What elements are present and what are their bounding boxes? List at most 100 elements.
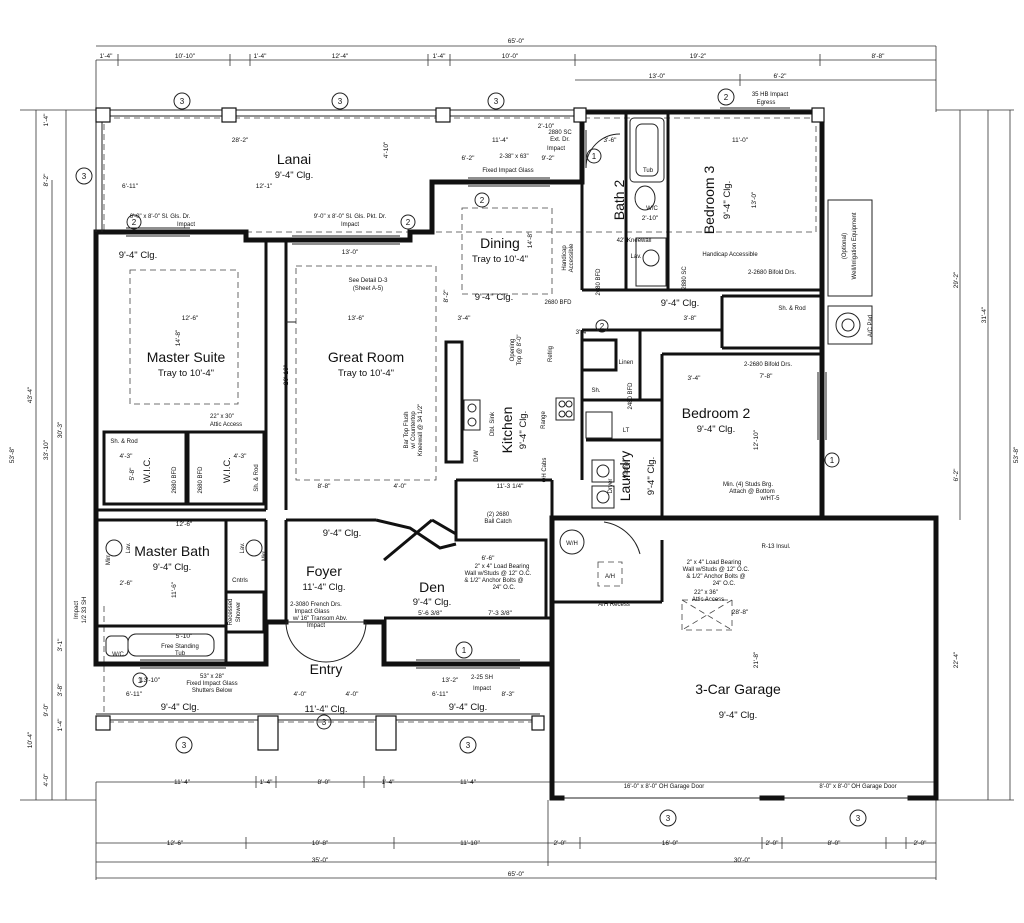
- dim-interior: 5'-8": [129, 467, 136, 481]
- ceiling-outlines: [129, 207, 553, 481]
- plan-note: Impact: [74, 601, 80, 619]
- bottom-dimensions: 11'-4" 1'-4" 8'-0" 1'-4" 11'-4" 12'-6" 1…: [167, 779, 927, 864]
- room-name: Laundry: [617, 451, 633, 502]
- interior-walls: [96, 112, 822, 664]
- dim-overall-left: 53'-8": [9, 446, 16, 463]
- callout-marker: 3: [175, 736, 193, 754]
- dim-interior: 5'-6 3/8": [418, 610, 442, 617]
- dim-interior: 8'-8": [318, 483, 332, 490]
- dim-bottom: 1'-4": [382, 779, 396, 786]
- dim-interior: 13'-2": [442, 677, 459, 684]
- plan-note: 2480 BFD: [628, 382, 634, 410]
- dim-interior: 14'-8": [175, 329, 182, 346]
- svg-text:3: 3: [466, 741, 471, 750]
- plan-note: 1/2 33 SH: [82, 597, 88, 624]
- svg-text:2: 2: [480, 196, 485, 205]
- plan-note: Recessed: [228, 599, 234, 626]
- dim-interior: 11'-6": [171, 581, 178, 598]
- dim-top: 1'-4": [100, 53, 114, 60]
- room-ceiling: Tray to 10'-4": [338, 368, 394, 379]
- plan-note: Impact: [547, 146, 565, 152]
- dim-bottom: 11'-10": [460, 840, 480, 847]
- top-dimensions: 1'-4" 10'-10" 1'-4" 12'-4" 1'-4" 10'-0" …: [100, 53, 886, 80]
- ceiling-label: 9'-4" Clg.: [119, 250, 157, 261]
- dim-top: 12'-4": [332, 53, 349, 60]
- plan-note: Sh. & Rod: [254, 464, 260, 491]
- dim-left: 3'-8": [57, 683, 64, 697]
- plan-note: 2680 BFD: [198, 466, 204, 494]
- plan-note: 2680 BFD: [172, 466, 178, 494]
- dim-overall-right: 53'-8": [1013, 446, 1020, 463]
- dim-interior: 28'-2": [232, 137, 249, 144]
- callout-marker: 2: [400, 214, 416, 230]
- plan-note: Impact: [473, 686, 491, 692]
- dim-left: 8'-2": [43, 173, 50, 187]
- plan-note: 24" O.C.: [713, 581, 736, 587]
- svg-text:3: 3: [182, 741, 187, 750]
- room-name: Kitchen: [499, 407, 515, 454]
- room-ceiling: 9'-4" Clg.: [719, 710, 757, 721]
- callout-marker: 3: [459, 736, 477, 754]
- plan-note: Lav.: [126, 542, 132, 553]
- room-ceiling: 9'-4" Clg.: [518, 411, 529, 449]
- dim-right: 6'-2": [953, 468, 960, 482]
- plan-note: Accessible: [569, 243, 575, 272]
- dim-interior: 13'-0": [751, 191, 758, 208]
- room-name: Great Room: [328, 349, 404, 365]
- columns: [95, 107, 825, 751]
- dim-left: 3'-1": [57, 638, 64, 652]
- svg-text:3: 3: [82, 172, 87, 181]
- plan-note: Kneewall @ 34 1/2": [418, 404, 424, 457]
- dim-interior: 3'-4": [688, 375, 702, 382]
- plan-note: Wall w/Studs @ 12" O.C.: [683, 567, 750, 573]
- callout-marker: 2: [595, 319, 609, 333]
- plan-note: See Detail D-3: [348, 278, 388, 284]
- dim-bottom: 30'-0": [734, 857, 751, 864]
- dim-left: 9'-0": [43, 703, 50, 717]
- plan-note: Free Standing: [161, 644, 199, 650]
- svg-text:2: 2: [132, 218, 137, 227]
- dim-interior: 13'-10": [140, 677, 161, 684]
- room-ceiling: Tray to 10'-4": [158, 368, 214, 379]
- dim-interior: 8'-2": [443, 289, 450, 303]
- dim-interior: 4'-0": [294, 691, 308, 698]
- dim-interior: 5'-10": [176, 633, 193, 640]
- dim-bottom: 2'-0": [766, 840, 780, 847]
- svg-text:1: 1: [830, 456, 835, 465]
- dim-top: 8'-8": [872, 53, 886, 60]
- callout-marker: 3: [316, 714, 332, 730]
- svg-text:2: 2: [600, 322, 605, 331]
- plan-note: 16'-0" x 8'-0" OH Garage Door: [624, 784, 705, 790]
- svg-text:2: 2: [724, 93, 729, 102]
- plan-note: 6'-0" x 8'-0" Sl. Gls. Dr.: [130, 214, 191, 220]
- room-name: Bedroom 3: [701, 166, 717, 235]
- callout-marker: 3: [659, 809, 677, 827]
- plan-note: Fixed Impact Glass: [482, 168, 533, 174]
- svg-text:1: 1: [462, 646, 467, 655]
- plan-note: Mirr: [262, 551, 268, 561]
- plan-note: Lav.: [240, 542, 246, 553]
- dim-interior: 6'-11": [122, 183, 139, 190]
- plan-note: & 1/2" Anchor Bolts @: [464, 578, 523, 584]
- plan-note: (Optional): [842, 233, 848, 259]
- dim-interior: 6'-2": [462, 155, 476, 162]
- plan-note: Refrig: [548, 346, 554, 362]
- room-labels: Lanai 9'-4" Clg. Dining Tray to 10'-4" B…: [119, 151, 781, 721]
- plan-note: Dryer: [608, 479, 614, 494]
- dimension-lines: [20, 45, 1014, 880]
- dim-interior: 11'-4": [492, 137, 509, 144]
- dim-overall-top: 65'-0": [508, 38, 525, 45]
- dim-bottom: 16'-0": [662, 840, 679, 847]
- plan-note: A/C Pad: [868, 315, 874, 337]
- plan-note: W/H: [566, 541, 578, 547]
- dim-interior: 6'-6": [482, 555, 496, 562]
- plan-note: 42" Kneewall: [617, 238, 652, 244]
- dim-left: 33'-10": [43, 439, 50, 460]
- dim-interior: 21'-8": [753, 651, 760, 668]
- room-ceiling: 11'-4" Clg.: [304, 704, 347, 715]
- room-name: W.I.C.: [222, 457, 233, 483]
- plan-note: Attic Access: [210, 422, 242, 428]
- plan-note: 22" x 36": [694, 590, 718, 596]
- room-name: W.I.C.: [142, 457, 153, 483]
